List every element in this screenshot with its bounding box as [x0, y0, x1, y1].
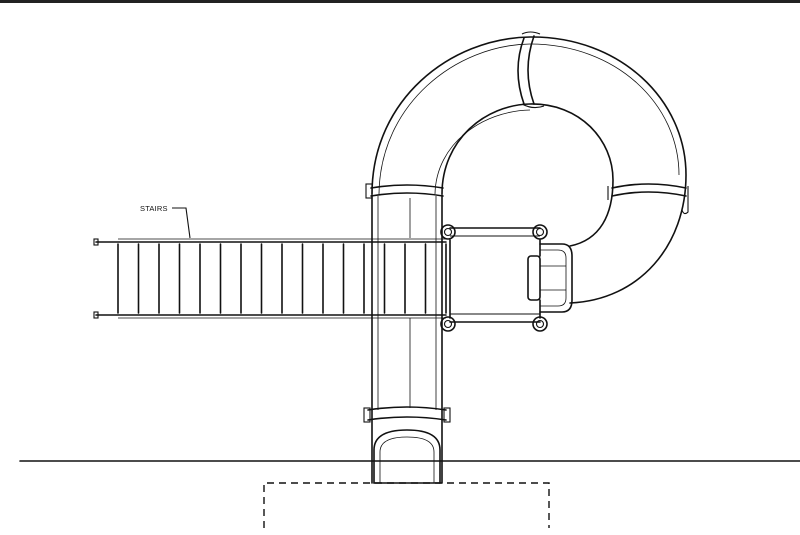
platform-post-bottom-left — [440, 316, 456, 332]
slide-entry-tube — [527, 243, 573, 313]
curve-clamp-left — [365, 183, 444, 199]
platform-deck — [449, 227, 541, 323]
stairs — [93, 238, 447, 319]
platform-post-top-right — [532, 224, 548, 240]
straight-chute — [371, 194, 443, 484]
concrete-footing-outline — [263, 482, 550, 528]
curve-clamp-upper — [517, 31, 545, 109]
slide-exit — [373, 429, 441, 484]
curve-clamp-right — [607, 183, 689, 215]
platform-post-top-left — [440, 224, 456, 240]
stairs-label: STAIRS — [140, 204, 168, 213]
stair-treads — [137, 243, 427, 314]
curved-slide-section — [371, 36, 687, 304]
platform-post-bottom-right — [532, 316, 548, 332]
chute-clamp — [363, 406, 451, 423]
stairs-annotation: STAIRS — [140, 204, 191, 239]
stairs-leader-line — [172, 207, 191, 239]
